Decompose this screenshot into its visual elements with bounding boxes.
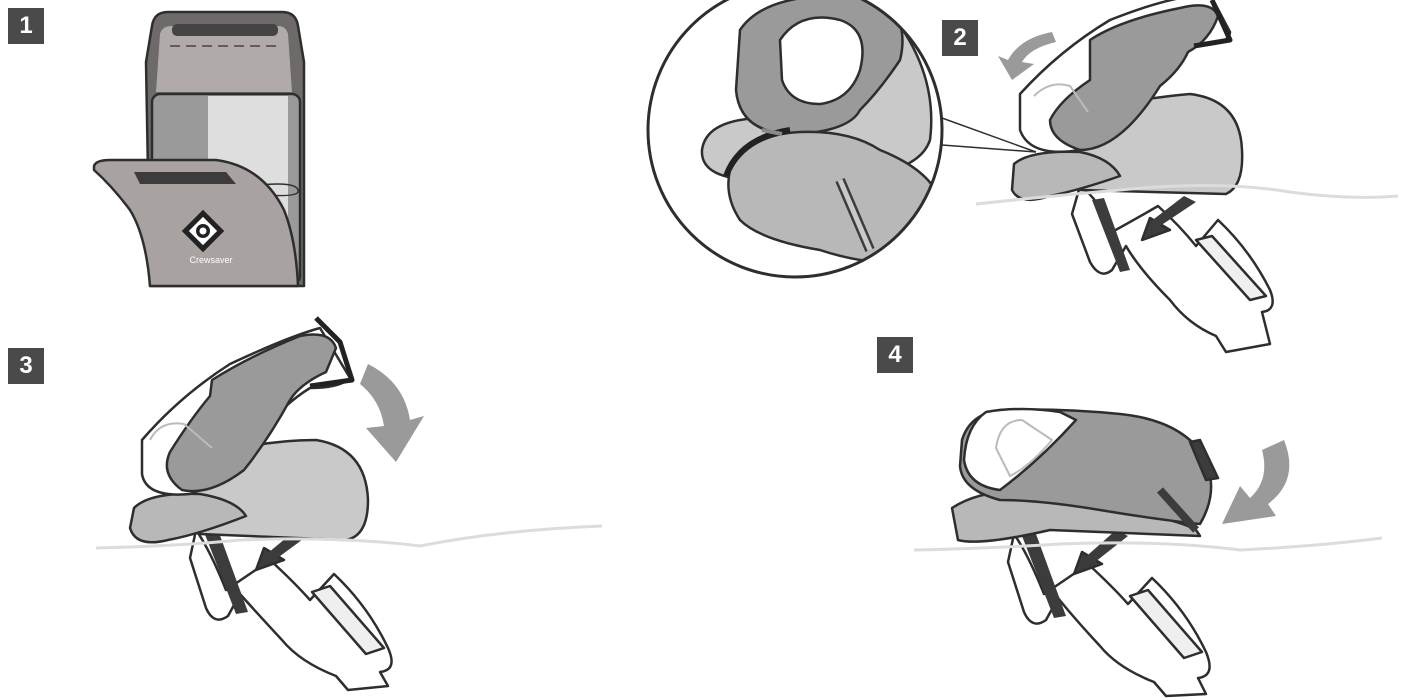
brand-label: Crewsaver xyxy=(189,255,232,265)
step-4-figure xyxy=(914,409,1382,696)
step-3-figure xyxy=(96,318,602,690)
step-2-figure xyxy=(976,0,1398,352)
step-2-detail-magnifier xyxy=(640,0,1036,280)
step-1-pouch-illustration: Crewsaver xyxy=(94,12,304,286)
